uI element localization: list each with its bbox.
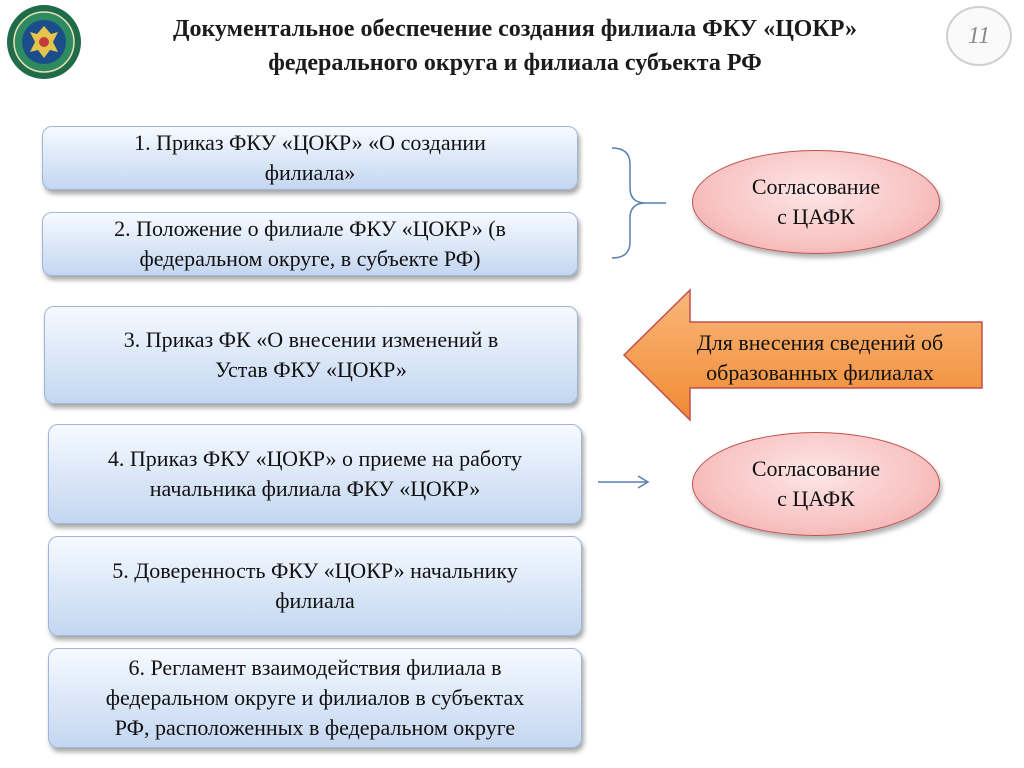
step-1-line-2: филиала» — [264, 160, 356, 185]
info-arrow-line-1: Для внесения сведений об — [696, 330, 944, 355]
step-6-line-1: 6. Регламент взаимодействия филиала в — [128, 655, 502, 680]
brace-connector — [611, 147, 666, 259]
info-arrow-label: Для внесения сведений об образованных фи… — [660, 324, 980, 392]
step-1-box: 1. Приказ ФКУ «ЦОКР» «О создании филиала… — [42, 126, 578, 190]
step-4-line-2: начальника филиала ФКУ «ЦОКР» — [149, 476, 481, 501]
step-3-line-1: 3. Приказ ФК «О внесении изменений в — [123, 327, 499, 352]
title-line-1: Документальное обеспечение создания фили… — [173, 16, 857, 42]
step-3-box: 3. Приказ ФК «О внесении изменений в Уст… — [44, 306, 578, 404]
step-4-line-1: 4. Приказ ФКУ «ЦОКР» о приеме на работу — [107, 446, 523, 471]
step-5-line-1: 5. Доверенность ФКУ «ЦОКР» начальнику — [112, 558, 518, 583]
step-3-line-2: Устав ФКУ «ЦОКР» — [215, 357, 407, 382]
step-6-line-3: РФ, расположенных в федеральном округе — [114, 715, 516, 740]
title-line-2: федерального округа и филиала субъекта Р… — [268, 50, 762, 76]
left-arrow-shape — [622, 288, 983, 422]
step-5-line-2: филиала — [275, 588, 355, 613]
approval-top-line-2: с ЦАФК — [777, 204, 855, 229]
step-5-box: 5. Доверенность ФКУ «ЦОКР» начальнику фи… — [48, 536, 582, 636]
approval-oval-top: Согласование с ЦАФК — [692, 150, 940, 254]
step-6-box: 6. Регламент взаимодействия филиала в фе… — [48, 648, 582, 748]
approval-top-line-1: Согласование — [751, 174, 881, 199]
step-2-line-2: федеральном округе, в субъекте РФ) — [139, 246, 481, 271]
info-arrow-line-2: образованных филиалах — [706, 360, 934, 385]
right-arrow-icon — [598, 475, 650, 489]
step-4-box: 4. Приказ ФКУ «ЦОКР» о приеме на работу … — [48, 424, 582, 524]
page-title: Документальное обеспечение создания фили… — [130, 12, 900, 80]
page-number: 11 — [946, 6, 1012, 66]
approval-oval-bottom: Согласование с ЦАФК — [692, 432, 940, 536]
step-1-line-1: 1. Приказ ФКУ «ЦОКР» «О создании — [134, 130, 486, 155]
emblem-logo — [7, 5, 81, 79]
step-6-line-2: федеральном округе и филиалов в субъекта… — [105, 685, 525, 710]
approval-bottom-line-2: с ЦАФК — [777, 486, 855, 511]
step-2-line-1: 2. Положение о филиале ФКУ «ЦОКР» (в — [114, 216, 506, 241]
step-2-box: 2. Положение о филиале ФКУ «ЦОКР» (в фед… — [42, 212, 578, 276]
approval-bottom-line-1: Согласование — [751, 456, 881, 481]
